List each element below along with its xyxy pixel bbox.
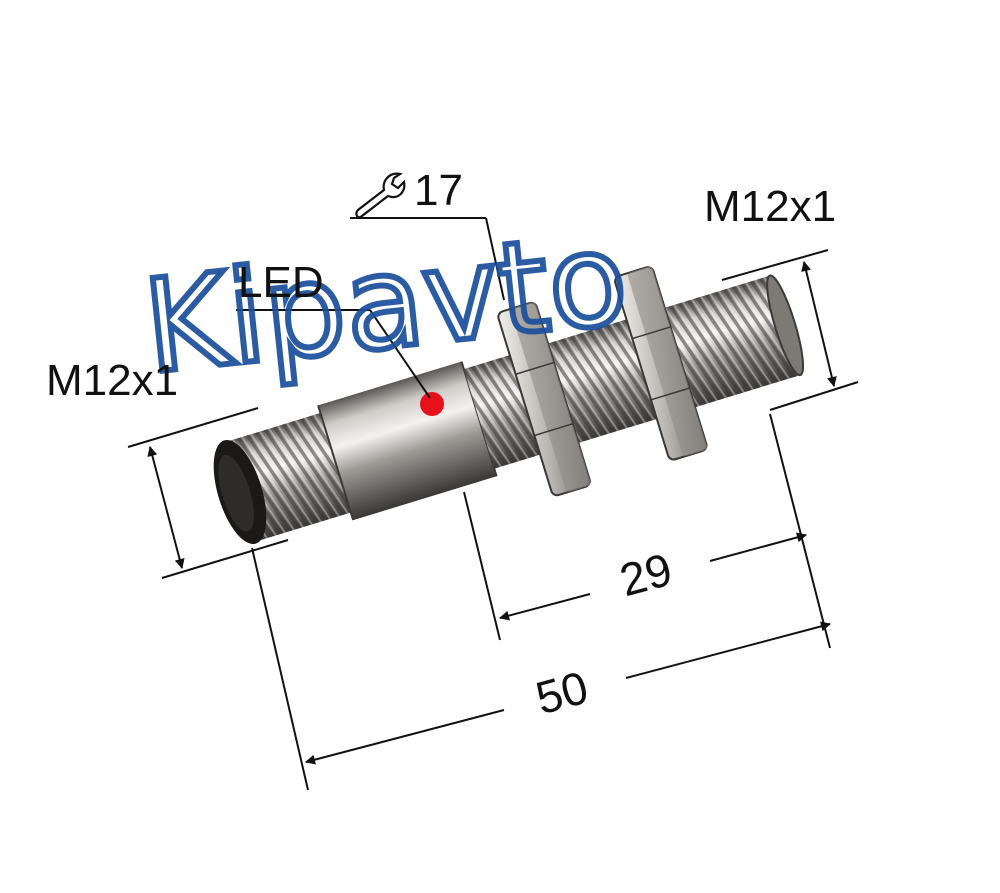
- sensor-body: [213, 266, 805, 545]
- dim-29-line-right: [709, 532, 807, 562]
- left-diameter-dim: [147, 446, 185, 569]
- dim-29-label: 29: [614, 543, 677, 606]
- led-indicator: [420, 392, 444, 416]
- right-diameter-dim: [801, 261, 837, 387]
- dim-50-line-right: [625, 621, 831, 679]
- nut-2: [614, 266, 708, 461]
- wrench-icon: [355, 172, 406, 219]
- dimension-lines: [127, 217, 859, 791]
- nut-1: [497, 301, 591, 497]
- wrench-size-label: 17: [414, 166, 463, 215]
- thread-right-label: M12x1: [704, 182, 837, 231]
- dim-50-line-left: [305, 709, 505, 765]
- housing: [318, 361, 497, 521]
- dim-29-line-left: [499, 593, 591, 621]
- thread-left-label: M12x1: [46, 356, 179, 405]
- led-label: LED: [238, 258, 324, 307]
- dim-50-label: 50: [530, 661, 593, 724]
